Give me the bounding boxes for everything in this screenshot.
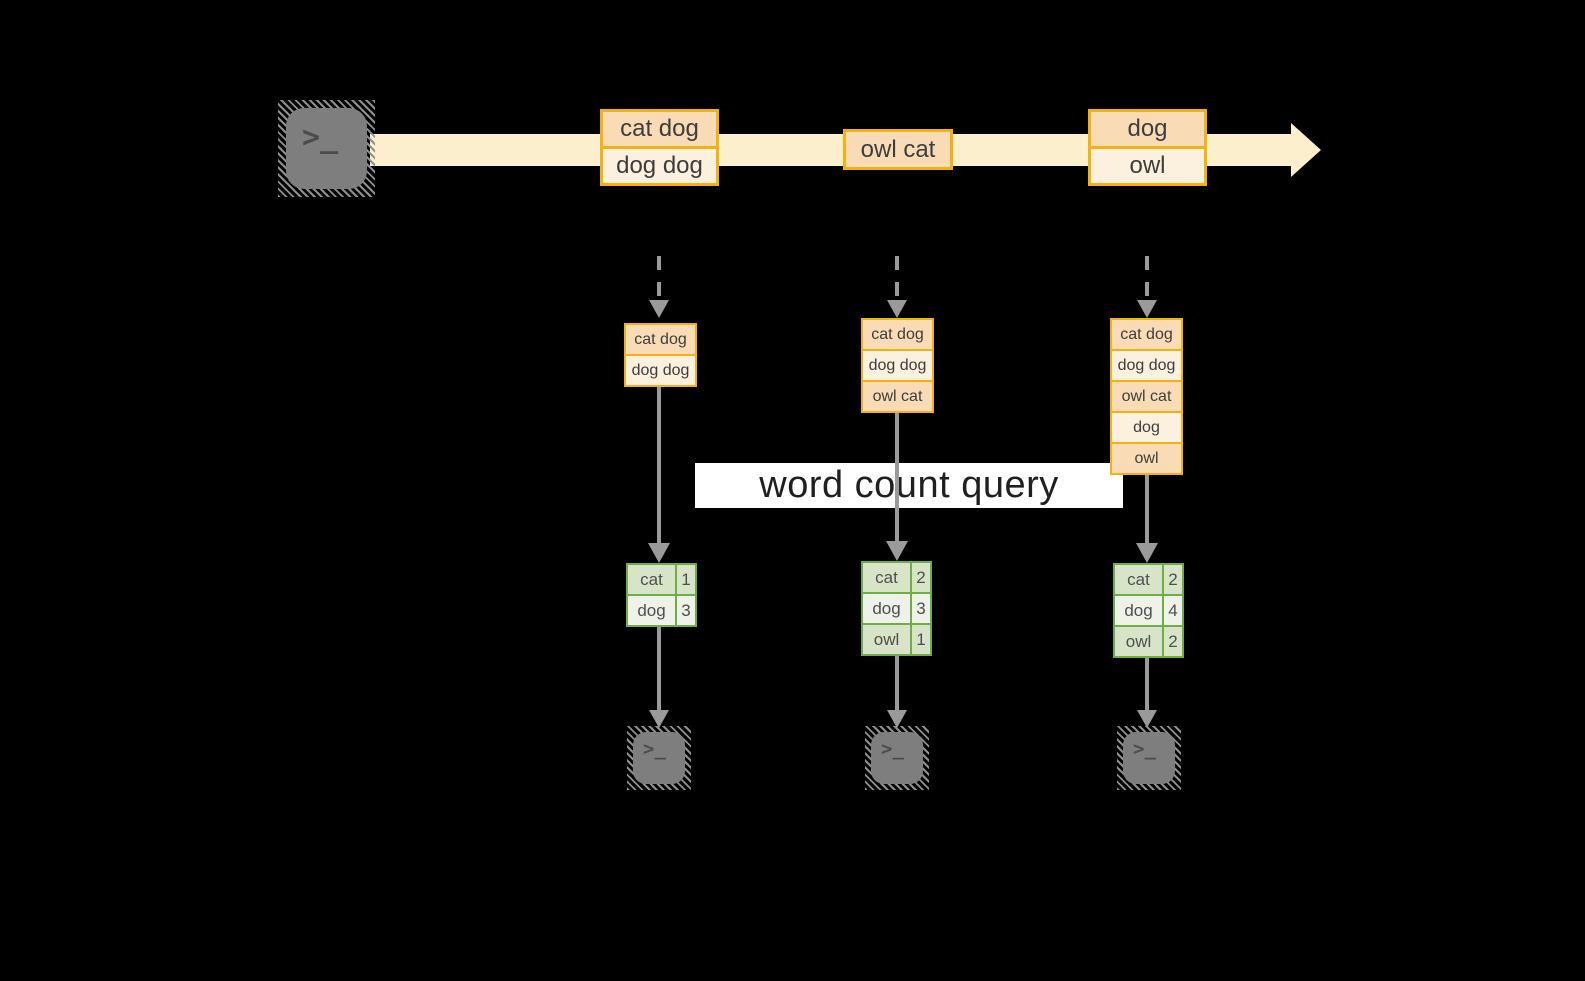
ingest-arrowhead-2 xyxy=(887,300,907,318)
terminal-prompt-icon: >_ xyxy=(302,120,339,155)
terminal-output-icon-2: >_ xyxy=(865,726,929,790)
state-buffer-1: cat dog dog dog xyxy=(624,323,697,387)
ingest-arrowhead-3 xyxy=(1137,300,1157,318)
state-cell: dog xyxy=(1112,413,1181,442)
state-cell: dog dog xyxy=(863,351,932,380)
word-count-table-3: cat 2 dog 4 owl 2 xyxy=(1113,563,1184,658)
terminal-body: >_ xyxy=(633,732,685,784)
output-arrowhead-3 xyxy=(1137,710,1157,728)
ingest-arrow-line-3 xyxy=(1145,256,1149,302)
count-value-cell: 4 xyxy=(1164,596,1182,625)
query-arrow-line-3 xyxy=(1145,475,1149,543)
stream-batch-2: owl cat xyxy=(843,129,953,170)
word-count-table-1: cat 1 dog 3 xyxy=(626,563,697,627)
ingest-arrow-line-2 xyxy=(895,256,899,302)
count-word-cell: cat xyxy=(628,565,675,594)
ingest-arrow-line-1 xyxy=(657,256,661,302)
state-buffer-3: cat dog dog dog owl cat dog owl xyxy=(1110,318,1183,475)
count-value-cell: 3 xyxy=(912,594,930,623)
count-value-cell: 2 xyxy=(1164,627,1182,656)
terminal-prompt-icon: >_ xyxy=(643,738,666,760)
query-label-band: word count query xyxy=(695,463,1123,508)
query-arrowhead-3 xyxy=(1136,543,1158,563)
ingest-arrowhead-1 xyxy=(649,300,669,318)
state-cell: cat dog xyxy=(626,325,695,354)
count-word-cell: owl xyxy=(863,625,910,654)
query-arrowhead-2 xyxy=(886,541,908,561)
word-count-table-2: cat 2 dog 3 owl 1 xyxy=(861,561,932,656)
state-cell: dog dog xyxy=(626,356,695,385)
count-word-cell: dog xyxy=(628,596,675,625)
terminal-source-icon: >_ xyxy=(278,100,375,197)
state-cell: owl cat xyxy=(863,382,932,411)
state-cell: owl xyxy=(1112,444,1181,473)
output-arrowhead-2 xyxy=(887,710,907,728)
count-word-cell: dog xyxy=(1115,596,1162,625)
count-value-cell: 3 xyxy=(677,596,695,625)
count-word-cell: cat xyxy=(1115,565,1162,594)
stream-arrowhead xyxy=(1291,123,1321,177)
stream-batch-cell: owl cat xyxy=(846,132,950,167)
output-arrowhead-1 xyxy=(649,710,669,728)
state-cell: cat dog xyxy=(863,320,932,349)
count-word-cell: cat xyxy=(863,563,910,592)
count-word-cell: owl xyxy=(1115,627,1162,656)
state-buffer-2: cat dog dog dog owl cat xyxy=(861,318,934,413)
terminal-body: >_ xyxy=(1123,732,1175,784)
terminal-prompt-icon: >_ xyxy=(881,738,904,760)
query-arrowhead-1 xyxy=(648,543,670,563)
count-value-cell: 1 xyxy=(677,565,695,594)
count-value-cell: 1 xyxy=(912,625,930,654)
query-label: word count query xyxy=(759,464,1059,506)
stream-batch-cell: cat dog xyxy=(603,112,716,146)
stream-batch-cell: dog dog xyxy=(603,149,716,183)
state-cell: cat dog xyxy=(1112,320,1181,349)
terminal-output-icon-1: >_ xyxy=(627,726,691,790)
terminal-body: >_ xyxy=(286,108,367,189)
stream-batch-3: dog owl xyxy=(1088,109,1207,186)
terminal-body: >_ xyxy=(871,732,923,784)
query-arrow-line-1 xyxy=(657,387,661,543)
count-value-cell: 2 xyxy=(1164,565,1182,594)
terminal-output-icon-3: >_ xyxy=(1117,726,1181,790)
stream-batch-cell: dog xyxy=(1091,112,1204,146)
stream-batch-1: cat dog dog dog xyxy=(600,109,719,186)
state-cell: dog dog xyxy=(1112,351,1181,380)
stream-batch-cell: owl xyxy=(1091,149,1204,183)
query-arrow-line-2 xyxy=(895,413,899,541)
output-arrow-line-2 xyxy=(895,656,899,710)
count-word-cell: dog xyxy=(863,594,910,623)
state-cell: owl cat xyxy=(1112,382,1181,411)
count-value-cell: 2 xyxy=(912,563,930,592)
terminal-prompt-icon: >_ xyxy=(1133,738,1156,760)
output-arrow-line-1 xyxy=(657,627,661,710)
output-arrow-line-3 xyxy=(1145,658,1149,710)
